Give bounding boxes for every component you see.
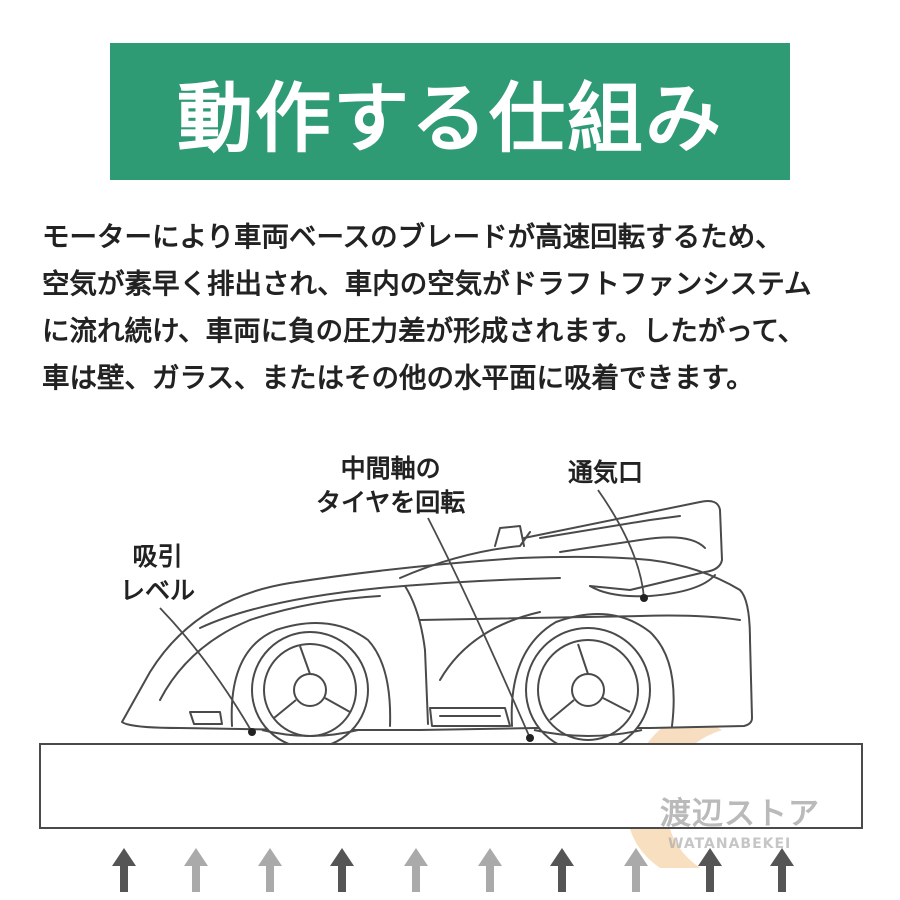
- label-suction-level: 吸引 レベル: [120, 540, 195, 608]
- leader-lines: [159, 489, 645, 739]
- label-suction-line1: 吸引: [132, 542, 183, 571]
- up-arrow-icon: [624, 848, 648, 892]
- airflow-arrows: [112, 848, 794, 892]
- description-line: に流れ続け、車両に負の圧力差が形成されます。したがって、: [42, 315, 806, 347]
- description-line: モーターにより車両ベースのブレードが高速回転するため、: [42, 221, 783, 253]
- up-arrow-icon: [184, 848, 208, 892]
- label-axle: 中間軸の タイヤを回転: [316, 452, 465, 520]
- front-wheel: [251, 631, 369, 749]
- up-arrow-icon: [258, 848, 282, 892]
- watermark-text: 渡辺ストア: [660, 796, 820, 832]
- up-arrow-icon: [550, 848, 574, 892]
- description-line: 空気が素早く排出され、車内の空気がドラフトファンシステム: [42, 268, 812, 300]
- up-arrow-icon: [478, 848, 502, 892]
- label-axle-line1: 中間軸の: [340, 454, 441, 483]
- label-vent: 通気口: [568, 458, 644, 487]
- up-arrow-icon: [330, 848, 354, 892]
- title-banner: 動作する仕組み: [110, 43, 790, 180]
- description-line: 車は壁、ガラス、またはその他の水平面に吸着できます。: [42, 362, 754, 394]
- label-axle-line2: タイヤを回転: [316, 488, 466, 517]
- up-arrow-icon: [112, 848, 136, 892]
- up-arrow-icon: [770, 848, 794, 892]
- rear-wheel: [525, 627, 651, 753]
- up-arrow-icon: [698, 848, 722, 892]
- watermark-subtext: WATANABEKEI: [668, 836, 792, 852]
- up-arrow-icon: [404, 848, 428, 892]
- description: モーターにより車両ベースのブレードが高速回転するため、 空気が素早く排出され、車…: [42, 214, 872, 402]
- leader-dots: [248, 594, 648, 742]
- label-suction-line2: レベル: [120, 576, 196, 605]
- surface-board: [39, 743, 863, 829]
- page-title: 動作する仕組み: [177, 73, 723, 163]
